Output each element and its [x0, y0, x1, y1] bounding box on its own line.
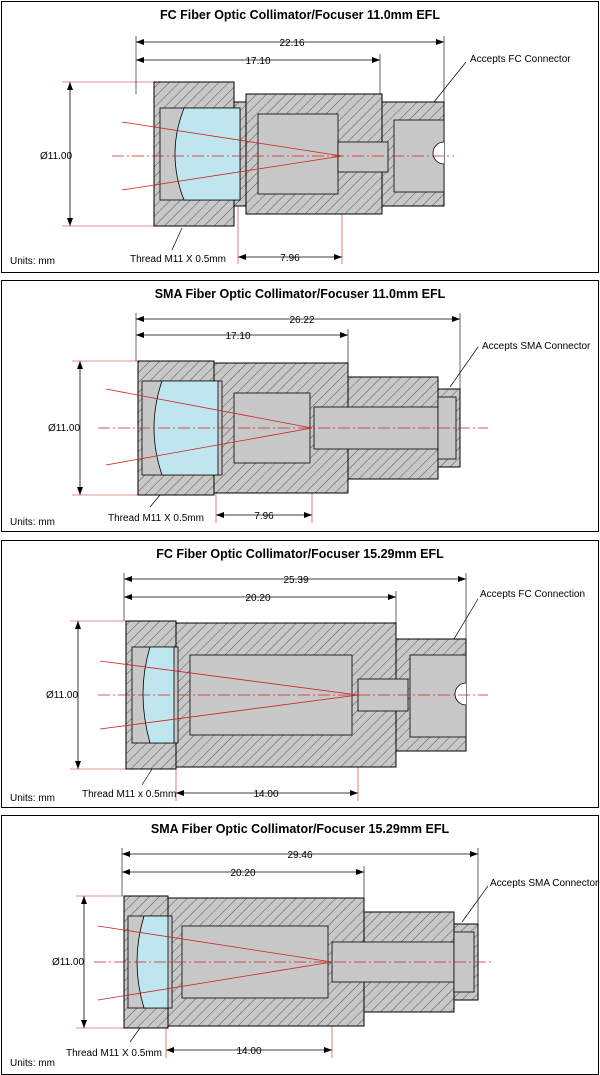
panel-fc-15mm: FC Fiber Optic Collimator/Focuser 15.29m…: [1, 540, 599, 808]
connector-callout: Accepts SMA Connector: [490, 878, 598, 889]
ray: [97, 925, 333, 963]
ferrule-bore: [337, 141, 389, 173]
overall-length-label: 26.22: [289, 315, 314, 326]
barrel-length-label: 20.20: [230, 868, 255, 879]
arrowhead: [136, 57, 144, 63]
overall-length-label: 29.46: [287, 850, 312, 861]
arrowhead: [67, 82, 73, 90]
ray: [99, 694, 359, 730]
arrowhead: [176, 790, 184, 796]
arrowhead: [77, 487, 83, 495]
barrel-length-label: 17.10: [245, 56, 270, 67]
drawing-fc-11mm: 22.16 17.10 7.96 Ø11.00 Accepts FC Conne…: [40, 36, 571, 265]
focus-length-label: 14.00: [253, 789, 278, 800]
arrowhead: [388, 594, 396, 600]
drawing-sma-11mm: 26.22 17.10 7.96 Ø11.00 Accepts SMA Conn…: [48, 313, 591, 524]
connector-callout: Accepts SMA Connector: [482, 341, 591, 352]
barrel-length-label: 17.10: [225, 331, 250, 342]
lens: [174, 107, 241, 201]
panel-fc-11mm: FC Fiber Optic Collimator/Focuser 11.0mm…: [1, 1, 599, 273]
arrowhead: [216, 512, 224, 518]
arrowhead: [81, 1020, 87, 1028]
arrowhead: [136, 316, 144, 322]
connector-leader: [453, 598, 479, 640]
overall-length-label: 22.16: [279, 38, 304, 49]
arrowhead: [350, 790, 358, 796]
drawing-fc-15mm: 25.39 20.20 14.00 Ø11.00 Accepts FC Conn…: [46, 573, 585, 801]
drawing-sma-15mm: 29.46 20.20 14.00 Ø11.00 Accepts SMA Con…: [52, 848, 598, 1059]
diameter-label: Ø11.00: [46, 690, 78, 701]
arrowhead: [458, 576, 466, 582]
focus-length-label: 7.96: [254, 511, 274, 522]
arrowhead: [324, 1047, 332, 1053]
ray: [121, 155, 343, 191]
thread-leader: [141, 768, 153, 786]
arrowhead: [136, 39, 144, 45]
arrowhead: [75, 621, 81, 629]
thread-callout: Thread M11 X 0.5mm: [108, 513, 204, 524]
units-label: Units: mm: [10, 793, 55, 804]
panel-title: FC Fiber Optic Collimator/Focuser 15.29m…: [156, 547, 444, 561]
overall-length-label: 25.39: [283, 575, 308, 586]
arrowhead: [124, 576, 132, 582]
connector-leader: [449, 346, 479, 388]
connector-callout: Accepts FC Connector: [470, 54, 571, 65]
inner-cavity: [257, 113, 339, 195]
ray: [105, 388, 313, 429]
thread-leader: [129, 1027, 141, 1043]
arrowhead: [470, 851, 478, 857]
panel-sma-11mm: SMA Fiber Optic Collimator/Focuser 11.0m…: [1, 280, 599, 532]
arrowhead: [166, 1047, 174, 1053]
panel-sma-15mm: SMA Fiber Optic Collimator/Focuser 15.29…: [1, 815, 599, 1075]
arrowhead: [136, 332, 144, 338]
panel-title: SMA Fiber Optic Collimator/Focuser 11.0m…: [154, 287, 446, 301]
barrel-length-label: 20.20: [245, 593, 270, 604]
arrowhead: [124, 594, 132, 600]
arrowhead: [122, 851, 130, 857]
panel-title: SMA Fiber Optic Collimator/Focuser 15.29…: [150, 822, 450, 836]
thread-callout: Thread M11 x 0.5mm: [82, 789, 176, 800]
ray: [97, 961, 333, 1001]
focus-length-label: 7.96: [280, 253, 300, 264]
ray: [105, 427, 313, 466]
arrowhead: [77, 361, 83, 369]
connector-callout: Accepts FC Connection: [480, 589, 585, 600]
units-label: Units: mm: [10, 517, 55, 528]
thread-callout: Thread M11 X 0.5mm: [66, 1048, 162, 1059]
diameter-label: Ø11.00: [48, 423, 80, 434]
arrowhead: [452, 316, 460, 322]
thread-callout: Thread M11 X 0.5mm: [130, 254, 226, 265]
arrowhead: [372, 57, 380, 63]
diameter-label: Ø11.00: [40, 151, 72, 162]
ray: [99, 660, 359, 696]
arrowhead: [356, 869, 364, 875]
arrowhead: [334, 254, 342, 260]
units-label: Units: mm: [10, 256, 55, 267]
arrowhead: [304, 512, 312, 518]
arrowhead: [436, 39, 444, 45]
units-label: Units: mm: [10, 1058, 55, 1069]
diameter-label: Ø11.00: [52, 957, 84, 968]
arrowhead: [238, 254, 246, 260]
ray: [121, 121, 343, 157]
connector-key-slot: [432, 141, 445, 165]
arrowhead: [122, 869, 130, 875]
arrowhead: [67, 218, 73, 226]
connector-leader: [433, 61, 467, 103]
thread-leader: [149, 494, 161, 508]
arrowhead: [75, 761, 81, 769]
connector-leader: [461, 885, 489, 923]
focus-length-label: 14.00: [236, 1046, 261, 1057]
connector-key-slot: [454, 682, 467, 706]
thread-leader: [171, 227, 183, 251]
panel-title: FC Fiber Optic Collimator/Focuser 11.0mm…: [160, 8, 440, 22]
arrowhead: [340, 332, 348, 338]
lens: [136, 915, 169, 1009]
arrowhead: [81, 896, 87, 904]
